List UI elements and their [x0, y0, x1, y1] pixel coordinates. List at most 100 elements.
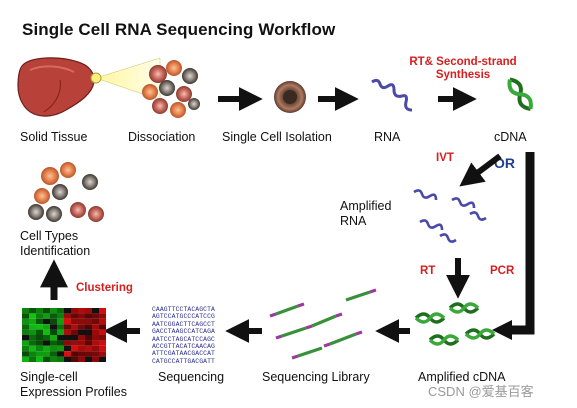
heatmap-cell: [43, 356, 50, 362]
heatmap-cell: [85, 329, 92, 335]
heatmap-cell: [22, 345, 29, 352]
heatmap-cell: [43, 318, 50, 325]
heatmap-cell: [99, 356, 106, 362]
heatmap-cell: [50, 340, 57, 346]
liver-icon: [17, 57, 95, 117]
heatmap-cell: [29, 340, 36, 346]
step-rt: RT: [420, 265, 436, 277]
heatmap-cell: [99, 329, 106, 335]
heatmap-cell: [22, 308, 29, 314]
label-amplified-rna: Amplified RNA: [340, 199, 391, 229]
heatmap-cell: [92, 345, 99, 352]
heatmap-cell: [50, 356, 57, 362]
connector-pcr: [510, 152, 535, 335]
arrow-ivt: [459, 153, 502, 187]
step-rt-second-strand: RT& Second-strand Synthesis: [398, 56, 528, 82]
heatmap-cell: [64, 345, 71, 352]
heatmap-cell: [43, 313, 50, 319]
heatmap-cell: [78, 345, 85, 352]
heatmap-cell: [78, 318, 85, 325]
heatmap-cell: [36, 313, 43, 319]
heatmap-cell: [50, 308, 57, 314]
heatmap-cell: [50, 313, 57, 319]
heatmap-cell: [85, 356, 92, 362]
step-pcr: PCR: [490, 265, 515, 277]
heatmap-cell: [64, 356, 71, 362]
heatmap-cell: [43, 335, 50, 341]
heatmap-cell: [29, 318, 36, 325]
heatmap-cell: [50, 329, 57, 335]
label-expression-profiles-line1: Single-cell: [20, 370, 78, 384]
label-rna: RNA: [374, 130, 401, 144]
heatmap-cell: [36, 329, 43, 335]
heatmap-cell: [57, 335, 64, 341]
heatmap-cell: [64, 351, 71, 357]
heatmap-cell: [36, 324, 43, 330]
heatmap-cell: [22, 313, 29, 319]
heatmap-cell: [64, 340, 71, 346]
amplified-rna-icon: [413, 189, 487, 243]
heatmap-cell: [64, 313, 71, 319]
sequence-line: GACCTAAGCCATCAGA: [152, 328, 215, 336]
heatmap-cell: [36, 345, 43, 352]
heatmap-cell: [99, 308, 106, 314]
heatmap-cell: [36, 340, 43, 346]
heatmap-cell: [85, 345, 92, 352]
heatmap-cell: [85, 318, 92, 325]
heatmap-cell: [71, 313, 78, 319]
sequence-line: AATCGGACTTCAGCCT: [152, 320, 215, 328]
sequence-line: ACCGTTACATCAACAG: [152, 343, 215, 351]
heatmap-cell: [71, 324, 78, 330]
label-amplified-rna-line2: RNA: [340, 214, 367, 228]
heatmap-cell: [78, 335, 85, 341]
step-ivt: IVT: [436, 152, 454, 164]
heatmap-cell: [43, 329, 50, 335]
heatmap-cell: [43, 324, 50, 330]
step-clustering: Clustering: [76, 282, 133, 294]
heatmap-icon: [22, 308, 106, 362]
label-cdna: cDNA: [494, 130, 527, 144]
heatmap-cell: [92, 313, 99, 319]
heatmap-cell: [71, 318, 78, 325]
heatmap-cell: [92, 329, 99, 335]
heatmap-cell: [57, 340, 64, 346]
heatmap-cell: [71, 345, 78, 352]
heatmap-cell: [57, 313, 64, 319]
cdna-helix-icon: [507, 77, 533, 111]
step-rt-second-strand-line2: Synthesis: [435, 69, 491, 81]
heatmap-cell: [57, 329, 64, 335]
heatmap-cell: [43, 308, 50, 314]
label-cell-types: Cell Types Identification: [20, 229, 90, 259]
heatmap-cell: [36, 308, 43, 314]
heatmap-cell: [85, 313, 92, 319]
heatmap-cell: [78, 340, 85, 346]
heatmap-cell: [64, 318, 71, 325]
cell-types-icon: [28, 162, 104, 222]
heatmap-cell: [71, 340, 78, 346]
heatmap-cell: [78, 329, 85, 335]
heatmap-cell: [29, 313, 36, 319]
sequence-line: AGTCCATGCCCATCCG: [152, 313, 215, 321]
amplified-cdna-icon: [414, 302, 496, 346]
heatmap-cell: [71, 329, 78, 335]
heatmap-cell: [22, 335, 29, 341]
heatmap-cell: [36, 356, 43, 362]
sequencing-library-icon: [269, 288, 377, 360]
label-sequencing: Sequencing: [158, 370, 225, 384]
dissociated-cells-icon: [142, 60, 200, 118]
heatmap-cell: [99, 313, 106, 319]
heatmap-cell: [36, 351, 43, 357]
heatmap-cell: [78, 351, 85, 357]
heatmap-cell: [64, 324, 71, 330]
heatmap-cell: [57, 318, 64, 325]
heatmap-cell: [57, 308, 64, 314]
label-single-cell-isolation: Single Cell Isolation: [222, 130, 332, 144]
heatmap-cell: [22, 318, 29, 325]
heatmap-cell: [64, 308, 71, 314]
heatmap-cell: [57, 356, 64, 362]
heatmap-cell: [71, 356, 78, 362]
heatmap-cell: [29, 351, 36, 357]
heatmap-cell: [85, 308, 92, 314]
label-expression-profiles-line2: Expression Profiles: [20, 385, 127, 399]
